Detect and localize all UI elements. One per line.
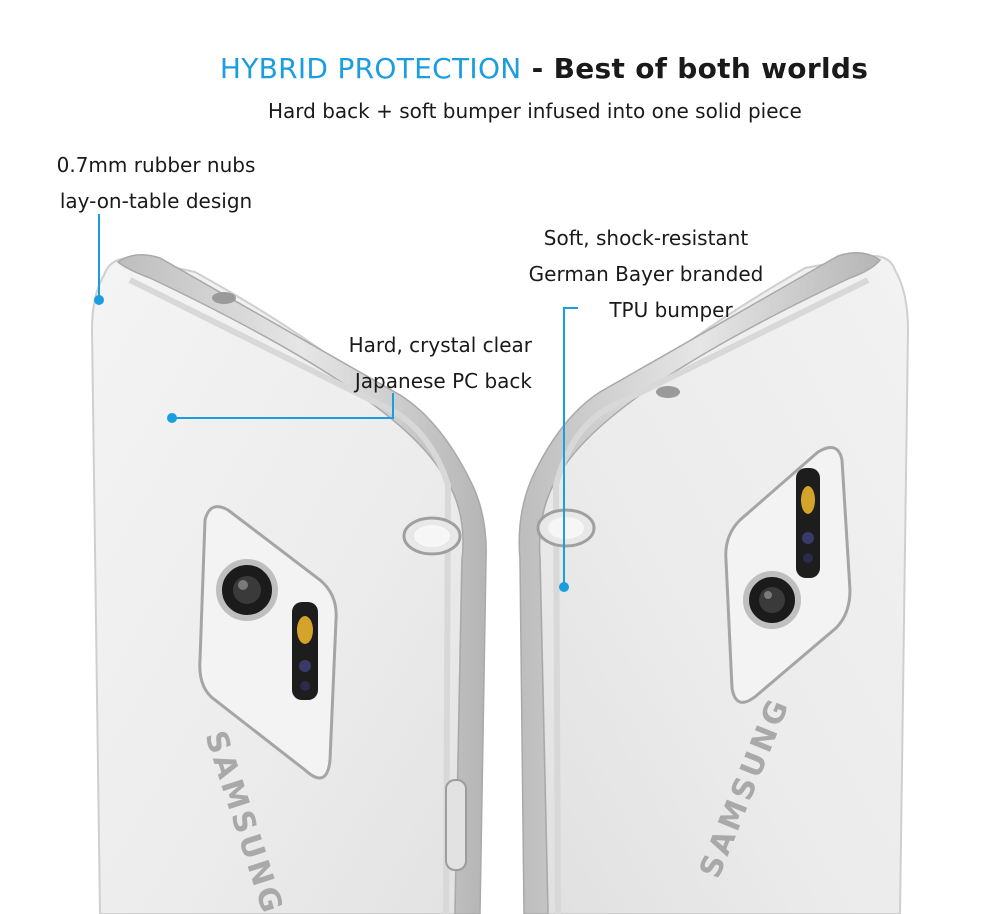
callout-tpu-line1: Soft, shock-resistant [543,226,749,250]
tpu-callout-line [563,307,578,585]
callout-tpu-bumper: Soft, shock-resistant German Bayer brand… [520,220,772,328]
callout-nubs-line1: 0.7mm rubber nubs [56,153,256,177]
callout-pc-line2: Japanese PC back [354,369,532,393]
title-accent: HYBRID PROTECTION [219,52,522,85]
callout-tpu-line2: German Bayer branded [528,262,764,286]
right-phone: SAMSUNG [518,252,910,914]
page-title: HYBRID PROTECTION - Best of both worlds [0,52,1000,85]
callout-lines [98,214,578,585]
left-phone: SAMSUNG [90,254,487,914]
callout-nubs-line2: lay-on-table design [59,189,253,213]
title-separator: - [521,52,554,85]
callout-tpu-line3: TPU bumper [609,298,733,322]
callout-pc-back: Hard, crystal clear Japanese PC back [318,327,532,399]
pc-callout-line [172,393,394,419]
title-rest: Best of both worlds [553,52,869,85]
callout-rubber-nubs: 0.7mm rubber nubs lay-on-table design [36,147,276,219]
tpu-callout-dot [559,582,569,592]
page-subtitle: Hard back + soft bumper infused into one… [268,99,802,123]
pc-callout-dot [167,413,177,423]
callout-pc-line1: Hard, crystal clear [348,333,532,357]
nubs-callout-dot [94,295,104,305]
